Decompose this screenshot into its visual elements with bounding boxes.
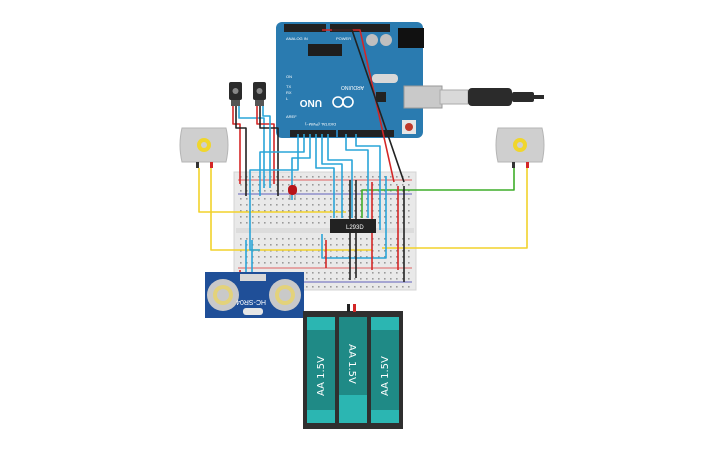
arduino-brand-label: ARDUINO — [341, 84, 364, 90]
l-led-label: L — [286, 96, 289, 101]
aref-label: AREF — [286, 114, 297, 119]
battery-cell-3-label: AA 1.5V — [380, 356, 391, 396]
power-header-label: POWER — [336, 36, 351, 41]
wire-blue-9 — [321, 176, 387, 259]
wire-yellow-left-1 — [198, 168, 346, 213]
led — [288, 185, 297, 200]
ultrasonic-model-label: HC-SR04 — [236, 298, 266, 305]
motor-left — [179, 127, 229, 168]
battery-cell-1: AA 1.5V — [307, 317, 335, 423]
battery-cell-2-label: AA 1.5V — [346, 344, 357, 384]
arduino-logo — [332, 96, 354, 108]
l293d-chip: L293D — [330, 219, 376, 233]
wire-blue-8 — [249, 134, 299, 251]
wire-blue-3 — [315, 134, 335, 218]
wire-blue-4 — [321, 134, 343, 218]
wire-green — [361, 168, 515, 218]
wire-ir-left-black — [235, 106, 247, 196]
ultrasonic-sensor: HC-SR04 — [205, 272, 304, 318]
wire-blue-6 — [345, 134, 369, 218]
wire-black-gnd — [332, 29, 405, 183]
arduino-uno-board: UNO ARDUINO DIGITAL (PWM~) ANALOG IN POW… — [276, 22, 443, 138]
ir-sensor-left — [229, 82, 242, 106]
wire-ir-right-black — [259, 106, 279, 196]
usb-cable — [439, 88, 544, 106]
on-led-label: ON — [286, 74, 292, 79]
battery-cell-2: AA 1.5V — [339, 317, 367, 423]
rx-led-label: RX — [286, 90, 292, 95]
digital-header-label: DIGITAL (PWM~) — [304, 122, 336, 127]
wires — [198, 29, 528, 290]
l293d-label: L293D — [346, 225, 364, 231]
wire-ir-right-red — [256, 106, 275, 184]
wire-yellow-right — [382, 168, 528, 249]
analog-header-label: ANALOG IN — [286, 36, 308, 41]
wire-blue-2 — [291, 134, 311, 200]
battery-cell-1-label: AA 1.5V — [316, 356, 327, 396]
arduino-model-label: UNO — [300, 97, 322, 108]
wire-yellow-left-2 — [210, 168, 372, 251]
motor-right — [495, 127, 545, 168]
wire-blue-7 — [355, 134, 381, 230]
wire-blue-5 — [327, 134, 353, 218]
wire-blue-1 — [259, 134, 305, 196]
tx-led-label: TX — [286, 84, 291, 89]
wire-ir-left-blue — [238, 106, 265, 188]
battery-pack: AA 1.5V AA 1.5V AA 1.5V — [303, 304, 403, 429]
battery-cell-3: AA 1.5V — [371, 317, 399, 423]
ir-sensor-right — [253, 82, 266, 106]
